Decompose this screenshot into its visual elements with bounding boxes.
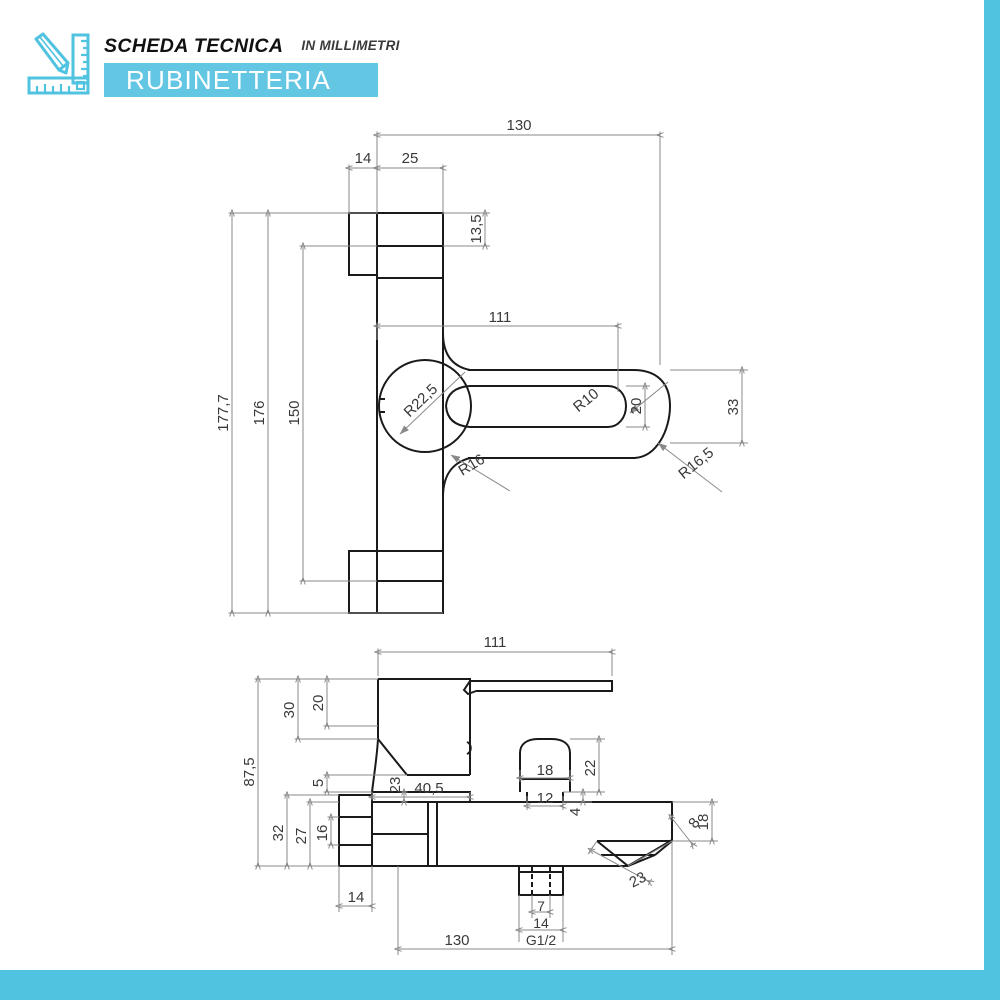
- dim-front-14: 14: [355, 150, 372, 167]
- dim-front-176: 176: [251, 400, 268, 425]
- dim-side-14-plate: 14: [348, 889, 365, 906]
- dim-side-20: 20: [310, 695, 327, 712]
- dim-side-4: 4: [567, 808, 584, 816]
- pencil-ruler-icon: [26, 32, 96, 96]
- dim-front-111: 111: [489, 309, 512, 326]
- dim-side-32: 32: [270, 825, 287, 842]
- front-elevation-view: 130 14 25 13,5 177,7 176 150 111 20 33 R…: [215, 117, 748, 617]
- page-title: SCHEDA TECNICA: [104, 35, 284, 57]
- dim-front-R10: R10: [570, 385, 602, 416]
- dim-front-177-7: 177,7: [215, 394, 232, 432]
- dim-side-23-spout: 23: [627, 869, 650, 892]
- dim-side-23: 23: [387, 777, 404, 794]
- category-banner: RUBINETTERIA: [104, 63, 378, 97]
- dim-front-150: 150: [286, 400, 303, 425]
- dim-side-16: 16: [314, 825, 331, 842]
- dim-side-12: 12: [537, 790, 554, 807]
- dim-side-thread-7: 7: [537, 898, 545, 914]
- page-header: SCHEDA TECNICA IN MILLIMETRI RUBINETTERI…: [0, 0, 1000, 118]
- page-subtitle: IN MILLIMETRI: [301, 38, 400, 53]
- accent-bar-right: [984, 0, 1000, 1000]
- dim-side-22: 22: [582, 760, 599, 777]
- dim-side-5: 5: [310, 779, 327, 787]
- dim-side-thread-14: 14: [533, 915, 549, 931]
- dim-side-18-knob: 18: [537, 762, 554, 779]
- dim-side-18-tip: 18: [695, 814, 712, 831]
- dim-front-R16: R16: [456, 451, 488, 480]
- dim-side-111: 111: [484, 634, 507, 651]
- dim-front-25: 25: [402, 150, 419, 167]
- side-elevation-view: 111 87,5 30 20 5 23 40,5 18 22 12 4 32 2…: [241, 634, 718, 955]
- dim-front-20: 20: [628, 398, 645, 415]
- dim-front-R16-5: R16,5: [675, 444, 717, 482]
- dim-side-130: 130: [444, 932, 469, 949]
- dim-front-33: 33: [725, 399, 742, 416]
- dim-side-27: 27: [293, 828, 310, 845]
- dim-side-87-5: 87,5: [241, 757, 258, 786]
- dim-side-thread-spec: G1/2: [526, 932, 557, 948]
- dim-front-13-5: 13,5: [468, 214, 485, 243]
- dim-side-40-5: 40,5: [414, 780, 443, 797]
- accent-bar-bottom: [0, 970, 1000, 1000]
- dim-side-30: 30: [281, 702, 298, 719]
- title-block: SCHEDA TECNICA IN MILLIMETRI RUBINETTERI…: [104, 30, 400, 97]
- category-banner-label: RUBINETTERIA: [126, 65, 332, 95]
- dim-front-130: 130: [506, 117, 531, 134]
